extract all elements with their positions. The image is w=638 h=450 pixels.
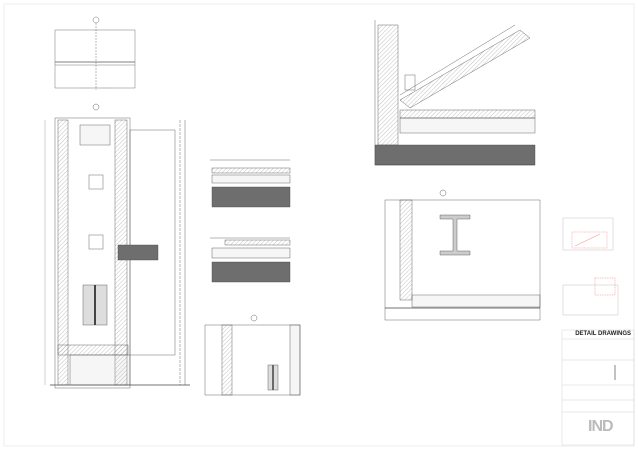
plan-detail-top-left (54, 16, 136, 90)
floor-detail-1 (210, 159, 291, 208)
title-block (561, 329, 635, 446)
sheet-title: DETAIL DRAWINGS (574, 331, 632, 338)
firm-logo: IND (588, 418, 614, 435)
key-plan-2 (562, 277, 619, 316)
floor-detail-2 (210, 237, 291, 283)
roof-section-detail (374, 20, 536, 166)
section-wall-detail (44, 103, 190, 389)
beam-detail (384, 189, 541, 321)
wall-detail-bottom (204, 314, 301, 396)
key-plan-1 (562, 217, 614, 251)
